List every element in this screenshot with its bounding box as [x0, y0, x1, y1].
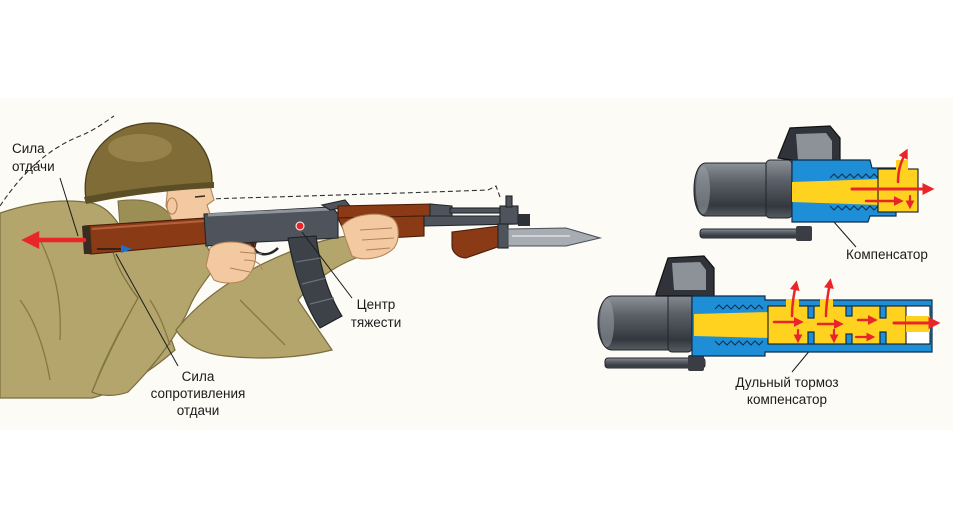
recoil-force-label-line1: Сила	[12, 141, 45, 156]
brake-baffle-3-top	[879, 305, 887, 319]
recoil-resistance-label-line3: отдачи	[177, 403, 220, 418]
compensator-thread-top	[829, 173, 879, 179]
compensator-rod-collar	[796, 226, 812, 241]
compensator-label: Компенсатор	[846, 247, 928, 262]
bayonet-blade	[507, 227, 603, 247]
brake-baffle-1-bottom	[807, 331, 815, 345]
helmet-highlight	[108, 134, 172, 162]
recoil-force-label-line2: отдачи	[12, 159, 55, 174]
rifle-dashed-outline	[207, 185, 501, 200]
recoil-resistance-label-line2: сопротивления	[151, 386, 246, 401]
brake-baffle-2-top	[845, 305, 853, 317]
recoil-resistance-leader	[115, 253, 179, 367]
recoil-force-leader	[59, 177, 79, 237]
brake-barrel-end-highlight	[600, 299, 614, 347]
support-hand	[341, 213, 399, 260]
center-of-gravity-marker	[295, 221, 305, 231]
brake-thread-top	[714, 304, 764, 310]
compensator-cleaning-rod	[699, 228, 811, 239]
center-of-gravity-leader	[301, 231, 353, 299]
brake-sight-window	[672, 262, 706, 290]
trigger-hand	[205, 241, 257, 284]
recoil-resistance-label-line1: Сила	[182, 369, 215, 384]
compensator-leader	[833, 221, 857, 248]
brake-rod-collar	[688, 355, 704, 371]
soldier-ear	[166, 197, 178, 215]
muzzle-brake-label-line1: Дульный тормоз	[735, 375, 838, 390]
brake-bore-gas	[694, 312, 770, 338]
magazine	[287, 235, 343, 329]
brake-gas-arrow-up-1	[789, 280, 800, 318]
muzzle-brake-cutaway	[597, 255, 941, 371]
compensator-bore-gas	[792, 179, 880, 205]
brake-baffle-3-bottom	[879, 331, 887, 345]
brake-barrel-block	[597, 295, 691, 351]
brake-barrel-ring	[667, 291, 693, 353]
center-of-gravity-label-line1: Центр	[357, 297, 396, 312]
stock-highlight	[91, 220, 205, 230]
compensator-barrel-end-highlight	[696, 166, 710, 214]
compensator-cutaway	[693, 125, 935, 241]
magazine-ribs	[295, 257, 335, 305]
soldier-eye	[194, 195, 206, 198]
muzzle-brake-label-line2: компенсатор	[747, 392, 827, 407]
support-hand-fingers	[359, 227, 395, 251]
brake-cleaning-rod	[604, 357, 706, 369]
rifle	[82, 195, 603, 329]
brake-thread-bottom	[714, 340, 764, 346]
silhouette-dashed-outline	[0, 115, 115, 207]
compensator-gas-arrow-up	[896, 148, 908, 184]
compensator-barrel-ring	[765, 159, 793, 219]
front-sight-post	[505, 195, 513, 208]
compensator-thread-bottom	[829, 205, 879, 211]
receiver-cover-highlight	[207, 207, 331, 217]
recoil-resistance-arrow-head	[121, 245, 132, 253]
muzzle-nut	[518, 214, 530, 226]
brake-baffle-2-bottom	[845, 333, 853, 345]
front-sight-base	[499, 205, 519, 225]
helmet-brim	[84, 182, 214, 204]
brake-baffle-1-top	[807, 305, 815, 319]
compensator-top-port	[896, 160, 908, 170]
butt-plate	[82, 225, 92, 254]
compensator-sight-window	[796, 133, 832, 160]
gas-tube	[449, 207, 503, 214]
trigger-finger	[229, 251, 263, 273]
uniform-fold-lines	[19, 239, 286, 386]
brake-gas-arrow-up-2	[824, 278, 834, 318]
bayonet-handle	[451, 225, 507, 259]
hands	[205, 213, 399, 284]
bayonet-crossguard	[497, 223, 509, 249]
center-of-gravity-label-line2: тяжести	[351, 315, 402, 330]
